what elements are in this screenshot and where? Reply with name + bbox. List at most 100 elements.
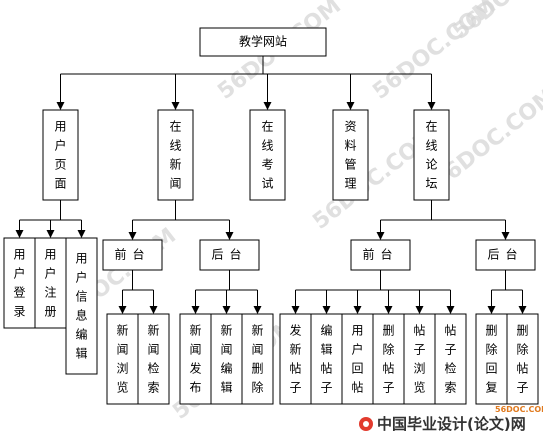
node-label: 帖子检索	[444, 322, 456, 394]
node-label: 删除帖子	[382, 323, 394, 394]
arrow-head-icon	[222, 306, 231, 314]
node-label: 新闻发布	[189, 322, 201, 394]
node-user-login: 用户登录	[3, 237, 36, 329]
node-box	[42, 109, 79, 201]
logo-emblem-inner-icon	[363, 421, 369, 427]
site-logo: 56DOC.COM 中国毕业设计(论文)网	[359, 405, 543, 433]
arrow-head-icon	[118, 306, 127, 314]
node-post-reply: 用户回帖	[341, 313, 374, 405]
node-box	[65, 237, 98, 375]
node-box	[241, 313, 274, 405]
node-label: 用户注册	[44, 247, 56, 318]
node-box	[34, 237, 67, 329]
node-label: 后台	[487, 247, 523, 262]
node-box	[102, 239, 163, 271]
logo-url: 56DOC.COM	[495, 405, 543, 414]
arrow-head-icon	[353, 306, 362, 314]
node-post-browse: 帖子浏览	[403, 313, 436, 405]
arrow-head-icon	[427, 102, 436, 110]
node-news-front: 前台	[102, 239, 163, 271]
connector-layer	[15, 56, 527, 314]
node-news-back: 后台	[199, 239, 260, 271]
node-box	[332, 109, 369, 201]
node-label: 前台	[362, 247, 398, 262]
node-label: 新闻删除	[251, 322, 263, 394]
node-post-edit: 编辑帖子	[310, 313, 343, 405]
arrow-head-icon	[15, 230, 24, 238]
node-label: 资料管理	[344, 119, 356, 190]
node-post-remove: 删除帖子	[506, 313, 539, 405]
node-box	[372, 313, 405, 405]
watermark-text: 56DOC.COM	[448, 0, 543, 45]
node-label: 编辑帖子	[320, 322, 332, 394]
arrow-head-icon	[376, 232, 385, 240]
node-box	[137, 313, 170, 405]
arrow-head-icon	[191, 306, 200, 314]
node-label: 新闻检索	[147, 322, 159, 394]
arrow-head-icon	[46, 230, 55, 238]
node-news-browse: 新闻浏览	[106, 313, 139, 405]
node-online-exam: 在线考试	[249, 109, 286, 201]
node-post-delete: 删除帖子	[372, 313, 405, 405]
arrow-head-icon	[149, 306, 158, 314]
node-news-publish: 新闻发布	[179, 313, 212, 405]
node-box	[249, 109, 286, 201]
node-news-search: 新闻检索	[137, 313, 170, 405]
node-user-register: 用户注册	[34, 237, 67, 329]
node-label: 在线论坛	[425, 119, 437, 190]
arrow-head-icon	[56, 102, 65, 110]
node-resource-mgmt: 资料管理	[332, 109, 369, 201]
node-box	[199, 27, 327, 57]
arrow-head-icon	[322, 306, 331, 314]
node-post-new: 发新帖子	[279, 313, 312, 405]
arrow-head-icon	[384, 306, 393, 314]
arrow-head-icon	[501, 232, 510, 240]
node-box	[350, 239, 411, 271]
node-news-delete: 新闻删除	[241, 313, 274, 405]
node-forum-front: 前台	[350, 239, 411, 271]
node-box	[475, 239, 536, 271]
node-box	[475, 313, 508, 405]
node-box	[413, 109, 450, 201]
node-label: 用户登录	[13, 247, 25, 318]
node-label: 帖子浏览	[413, 322, 425, 394]
node-online-forum: 在线论坛	[413, 109, 450, 201]
node-label: 在线新闻	[169, 119, 181, 190]
node-news-edit: 新闻编辑	[210, 313, 243, 405]
arrow-head-icon	[415, 306, 424, 314]
node-box	[506, 313, 539, 405]
node-box	[157, 109, 194, 201]
arrow-head-icon	[171, 102, 180, 110]
node-box	[3, 237, 36, 329]
arrow-head-icon	[487, 306, 496, 314]
node-label: 删除帖子	[516, 323, 528, 394]
node-box	[199, 239, 260, 271]
node-box	[434, 313, 467, 405]
node-label: 用户回帖	[351, 323, 363, 394]
arrow-head-icon	[77, 230, 86, 238]
arrow-head-icon	[291, 306, 300, 314]
node-box	[106, 313, 139, 405]
node-forum-back: 后台	[475, 239, 536, 271]
node-label: 发新帖子	[289, 322, 301, 394]
arrow-head-icon	[225, 232, 234, 240]
arrow-head-icon	[518, 306, 527, 314]
arrow-head-icon	[128, 232, 137, 240]
node-label: 前台	[114, 247, 150, 262]
node-label: 后台	[211, 247, 247, 262]
node-label: 新闻浏览	[116, 322, 128, 394]
node-post-search: 帖子检索	[434, 313, 467, 405]
node-label: 删除回复	[485, 323, 497, 394]
node-box	[279, 313, 312, 405]
arrow-head-icon	[263, 102, 272, 110]
arrow-head-icon	[446, 306, 455, 314]
node-user-pages: 用户页面	[42, 109, 79, 201]
node-label: 在线考试	[261, 119, 273, 190]
node-box	[210, 313, 243, 405]
node-user-info-edit: 用户信息编辑	[65, 237, 98, 375]
node-label: 教学网站	[239, 34, 287, 49]
node-label: 用户页面	[54, 119, 66, 190]
logo-brand: 中国毕业设计(论文)网	[377, 415, 526, 433]
